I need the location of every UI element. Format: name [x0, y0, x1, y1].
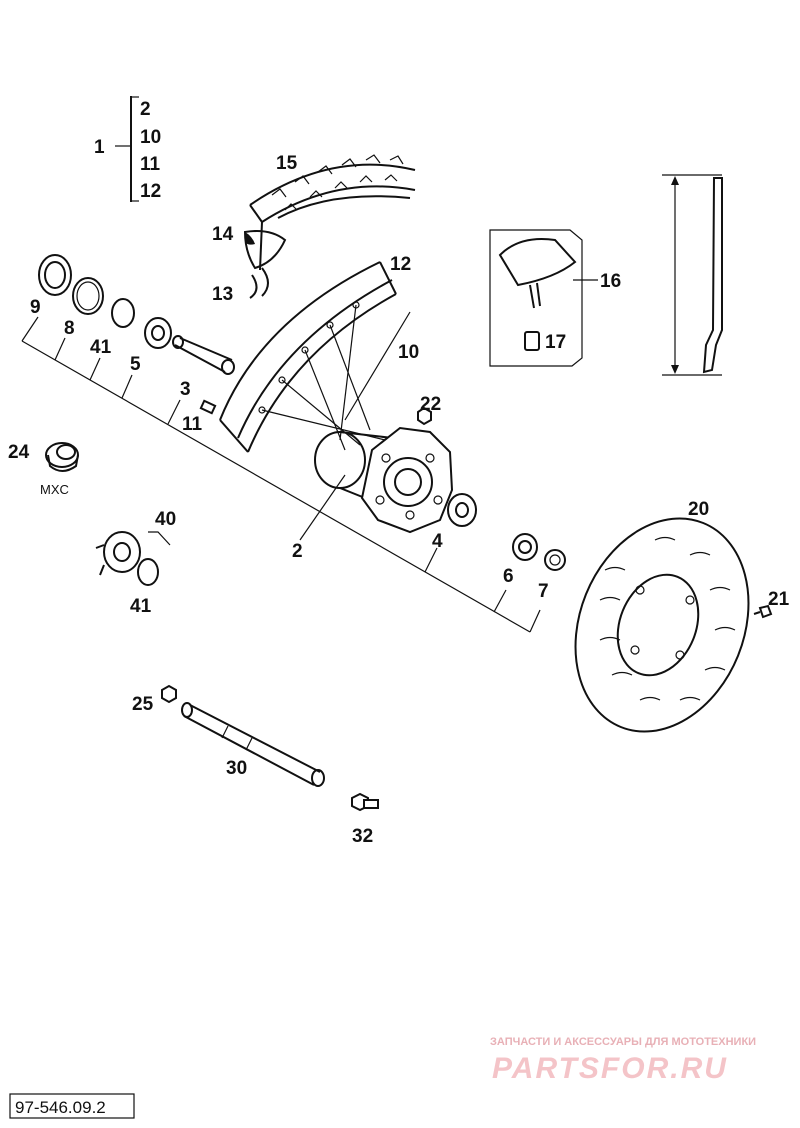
- label-10-spokes: 10: [398, 342, 419, 363]
- label-40: 40: [155, 509, 176, 530]
- label-16: 16: [600, 271, 621, 292]
- label-11-nipple: 11: [182, 414, 203, 435]
- spoke-length-drawing: [662, 174, 723, 376]
- seal-9-drawing: [38, 254, 72, 296]
- label-12-rim: 12: [390, 254, 411, 275]
- label-17: 17: [545, 332, 566, 353]
- label-15: 15: [276, 153, 298, 174]
- bolt-32-drawing: [351, 792, 379, 812]
- bolt-21-drawing: [753, 604, 773, 619]
- label-2-hub: 2: [292, 541, 303, 562]
- spacer-3-drawing: [172, 335, 235, 375]
- doc-ref-box: [9, 1093, 135, 1119]
- nut-25-drawing: [161, 684, 177, 704]
- circlip-41-drawing: [111, 298, 135, 328]
- label-24: 24: [8, 442, 30, 463]
- doc-ref: 97-546.09.2: [15, 1098, 106, 1117]
- label-8: 8: [64, 318, 75, 339]
- label-2-kit: 2: [140, 99, 151, 120]
- nut-22-drawing: [417, 406, 432, 426]
- hub-drawing: [314, 426, 454, 534]
- bearing-4-drawing: [447, 493, 477, 527]
- inner-tube-drawing: [243, 230, 287, 270]
- valve-16-drawing: [498, 238, 577, 309]
- watermark-brand: PARTSFOR.RU: [492, 1052, 728, 1085]
- label-5: 5: [130, 354, 141, 375]
- label-3: 3: [180, 379, 191, 400]
- label-13: 13: [212, 284, 233, 305]
- ring-8-drawing: [72, 277, 104, 315]
- rim-band-drawing: [249, 267, 269, 299]
- bearing-5-drawing: [144, 317, 172, 349]
- assembly-line: [21, 316, 541, 633]
- label-30: 30: [226, 758, 247, 779]
- rim-drawing: [219, 261, 397, 453]
- label-mxc: MXC: [40, 482, 69, 497]
- label-14: 14: [212, 224, 234, 245]
- label-41-upper: 41: [90, 337, 112, 358]
- label-6: 6: [503, 566, 514, 587]
- label-41-lower: 41: [130, 596, 152, 617]
- watermark-tagline: ЗАПЧАСТИ И АКСЕССУАРЫ ДЛЯ МОТОТЕХНИКИ: [490, 1036, 756, 1048]
- brake-disc-20-drawing: [574, 517, 750, 733]
- speedo-drive-40-drawing: [95, 531, 159, 586]
- spacer-7-drawing: [544, 549, 566, 571]
- label-1: 1: [94, 137, 105, 158]
- leader-40: [148, 531, 171, 546]
- label-9: 9: [30, 297, 41, 318]
- valve-box-frame: [489, 229, 598, 367]
- tire-drawing: [249, 154, 416, 271]
- label-20: 20: [688, 499, 709, 520]
- label-21: 21: [768, 589, 790, 610]
- spacer-24-drawing: [45, 442, 79, 472]
- seal-6-drawing: [512, 533, 538, 561]
- label-11-kit: 11: [140, 154, 161, 175]
- axle-30-drawing: [181, 702, 325, 787]
- kit-bracket: [115, 96, 139, 202]
- label-4: 4: [432, 531, 443, 552]
- label-7: 7: [538, 581, 549, 602]
- valve-cap-17-drawing: [524, 331, 540, 351]
- label-22: 22: [420, 394, 441, 415]
- nipple-11-drawing: [199, 399, 217, 415]
- label-10-kit: 10: [140, 127, 161, 148]
- leader-2: [299, 474, 346, 541]
- label-32: 32: [352, 826, 373, 847]
- label-12-kit: 12: [140, 181, 161, 202]
- label-25: 25: [132, 694, 154, 715]
